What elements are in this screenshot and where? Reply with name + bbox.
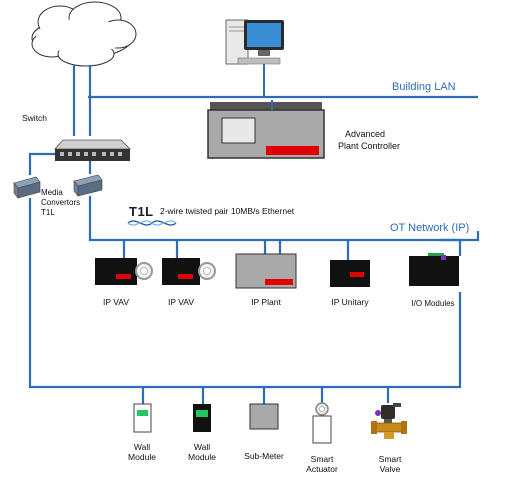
advanced-plant-controller xyxy=(207,100,325,159)
smart-actuator-label-line1: Smart xyxy=(310,454,334,464)
ip-vav-1-device xyxy=(95,258,153,285)
wall-module-1-label-line2: Module xyxy=(128,452,156,462)
media-converter-icon xyxy=(13,176,41,199)
ip-vav-2-label: IP VAV xyxy=(168,297,194,307)
wall-module-2-label-line2: Module xyxy=(188,452,216,462)
ip-vav-1-label: IP VAV xyxy=(103,297,129,307)
cloud-switch-links xyxy=(72,65,92,136)
sub-meter-label: Sub-Meter xyxy=(244,451,284,461)
advanced-controller-label-line2: Plant Controller xyxy=(338,141,401,151)
wall-module-1-label-line1: Wall xyxy=(133,442,151,452)
wall-module-2-device xyxy=(193,404,211,432)
t1l-logo: T1L xyxy=(129,204,154,219)
twisted-pair-label: 2-wire twisted pair 10MB/s Ethernet xyxy=(160,206,295,216)
media-converters-label-line3: T1L xyxy=(41,208,55,217)
ip-vav-2-device xyxy=(162,258,216,285)
ip-plant-label: IP Plant xyxy=(251,297,281,307)
smart-valve-label-line2: Valve xyxy=(379,464,401,474)
sub-meter-device xyxy=(249,403,279,430)
smart-valve-label-line1: Smart xyxy=(378,454,402,464)
ot-network-label: OT Network (IP) xyxy=(390,222,470,234)
media-converter-icon xyxy=(73,174,103,197)
ip-plant-device xyxy=(235,253,297,289)
smart-actuator-device xyxy=(312,402,332,444)
io-modules-device xyxy=(409,253,459,286)
io-modules-label: I/O Modules xyxy=(411,299,455,308)
media-converters-label-line2: Convertors xyxy=(41,198,81,207)
media-converters-label-line1: Media xyxy=(41,188,63,197)
ip-unitary-label: IP Unitary xyxy=(331,297,369,307)
switch-converter-links xyxy=(28,152,92,175)
computer-icon xyxy=(225,19,284,97)
network-switch-icon xyxy=(54,139,131,161)
wall-module-1-device xyxy=(133,403,152,433)
ip-unitary-device xyxy=(330,260,370,287)
smart-actuator-label-line2: Actuator xyxy=(306,464,338,474)
smart-valve-device xyxy=(371,403,407,439)
switch-label: Switch xyxy=(22,113,48,123)
ot-network-wiring xyxy=(28,196,480,404)
wall-module-2-label-line1: Wall xyxy=(193,442,211,452)
building-lan-label: Building LAN xyxy=(392,81,456,93)
twisted-pair-icon xyxy=(127,220,177,226)
advanced-controller-label-line1: Advanced xyxy=(345,129,386,139)
